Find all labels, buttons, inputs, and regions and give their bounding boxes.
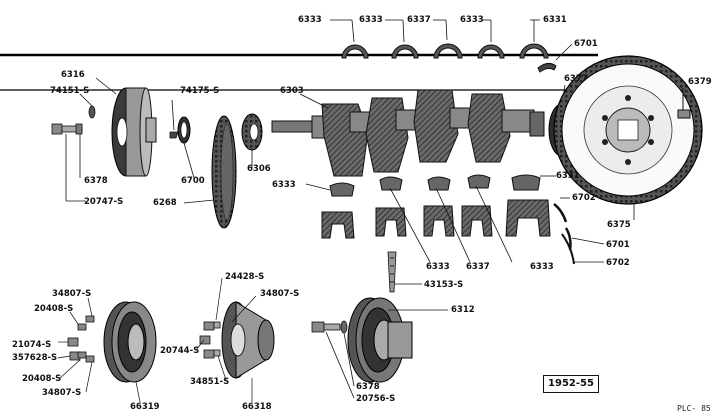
label-p1-washer: 21074-S — [12, 340, 52, 350]
label-flywheel: 6375 — [607, 220, 631, 230]
label-bolt-left: 20747-S — [84, 197, 124, 207]
label-crankshaft: 6303 — [280, 86, 304, 96]
pulley-center — [347, 297, 413, 383]
label-bolt-center: 20756-S — [356, 394, 396, 404]
label-p1-screw-a: 34807-S — [52, 289, 92, 299]
bearing-shell-3 — [433, 43, 463, 59]
label-rear-packing: 6701 — [606, 240, 630, 250]
label-flywheel-bolt: 6379 — [688, 77, 712, 87]
rear-seal — [537, 62, 557, 73]
label-cap-right: 6331 — [556, 171, 580, 181]
label-p2-screw: 34807-S — [260, 289, 300, 299]
pulley-66318 — [221, 301, 275, 379]
bolt-center — [311, 321, 341, 333]
pulley-66318-fasteners — [199, 321, 221, 359]
label-rear-packing-2: 6702 — [606, 258, 630, 268]
washer-center — [340, 320, 348, 334]
label-oil-seal: 6700 — [181, 176, 205, 186]
bolt-left — [51, 123, 83, 135]
washer-left — [88, 105, 96, 119]
label-p1-bolt-c: 20408-S — [22, 374, 62, 384]
flywheel — [553, 55, 703, 205]
label-bearing-top-5: 6331 — [543, 15, 567, 25]
label-rear-seal: 6701 — [574, 39, 598, 49]
label-p1-lock: 357628-S — [12, 353, 58, 363]
rear-upper-packing — [553, 203, 568, 223]
flywheel-bolt — [677, 88, 691, 119]
label-dowel: 43153-S — [424, 280, 464, 290]
top-bearing-shells — [341, 43, 549, 59]
bearing-shell-5 — [519, 43, 549, 59]
label-p2-lock: 34851-S — [190, 377, 230, 387]
label-key-left: 74175-S — [180, 86, 220, 96]
label-oil-slinger: 6377 — [564, 74, 588, 84]
label-timing-gear: 6268 — [153, 198, 177, 208]
label-p2-washer: 24428-S — [225, 272, 265, 282]
crankshaft — [271, 89, 545, 177]
key-left — [169, 131, 179, 139]
bearing-shell-1 — [341, 44, 369, 59]
oil-seal — [177, 116, 191, 144]
label-crank-gear: 6306 — [247, 164, 271, 174]
label-pulley-2: 66318 — [242, 402, 272, 412]
label-p1-screw-d: 34807-S — [42, 388, 82, 398]
label-bearing-top-2: 6333 — [359, 15, 383, 25]
label-pulley-1: 66319 — [130, 402, 160, 412]
bearing-shell-2 — [391, 44, 419, 59]
label-p1-bolt-b: 20408-S — [34, 304, 74, 314]
label-cap-left: 6333 — [272, 180, 296, 190]
crank-gear — [241, 113, 263, 151]
label-bearing-top-4: 6333 — [460, 15, 484, 25]
damper — [111, 87, 157, 177]
lower-bearing-caps — [321, 174, 551, 239]
label-cap-lower-3: 6333 — [530, 262, 554, 272]
year-range-box: 1952-55 — [543, 375, 599, 393]
label-damper: 6316 — [61, 70, 85, 80]
pulley-66319-fasteners — [67, 315, 95, 363]
label-washer-small: 6378 — [84, 176, 108, 186]
rear-packing-b — [561, 233, 575, 265]
label-washer-left: 74151-S — [50, 86, 90, 96]
timing-gear — [211, 115, 237, 229]
label-rear-upper: 6702 — [572, 193, 596, 203]
label-cap-lower-2: 6337 — [466, 262, 490, 272]
plate-id: PLC- 85 — [677, 404, 711, 413]
label-cap-lower-1: 6333 — [426, 262, 450, 272]
label-bearing-top-3: 6337 — [407, 15, 431, 25]
label-washer-center: 6378 — [356, 382, 380, 392]
pulley-66319 — [103, 301, 157, 383]
label-p2-bolt: 20744-S — [160, 346, 200, 356]
dowel-bolt — [387, 251, 397, 293]
label-bearing-top-1: 6333 — [298, 15, 322, 25]
label-pulley-center: 6312 — [451, 305, 475, 315]
bearing-shell-4 — [477, 44, 505, 59]
